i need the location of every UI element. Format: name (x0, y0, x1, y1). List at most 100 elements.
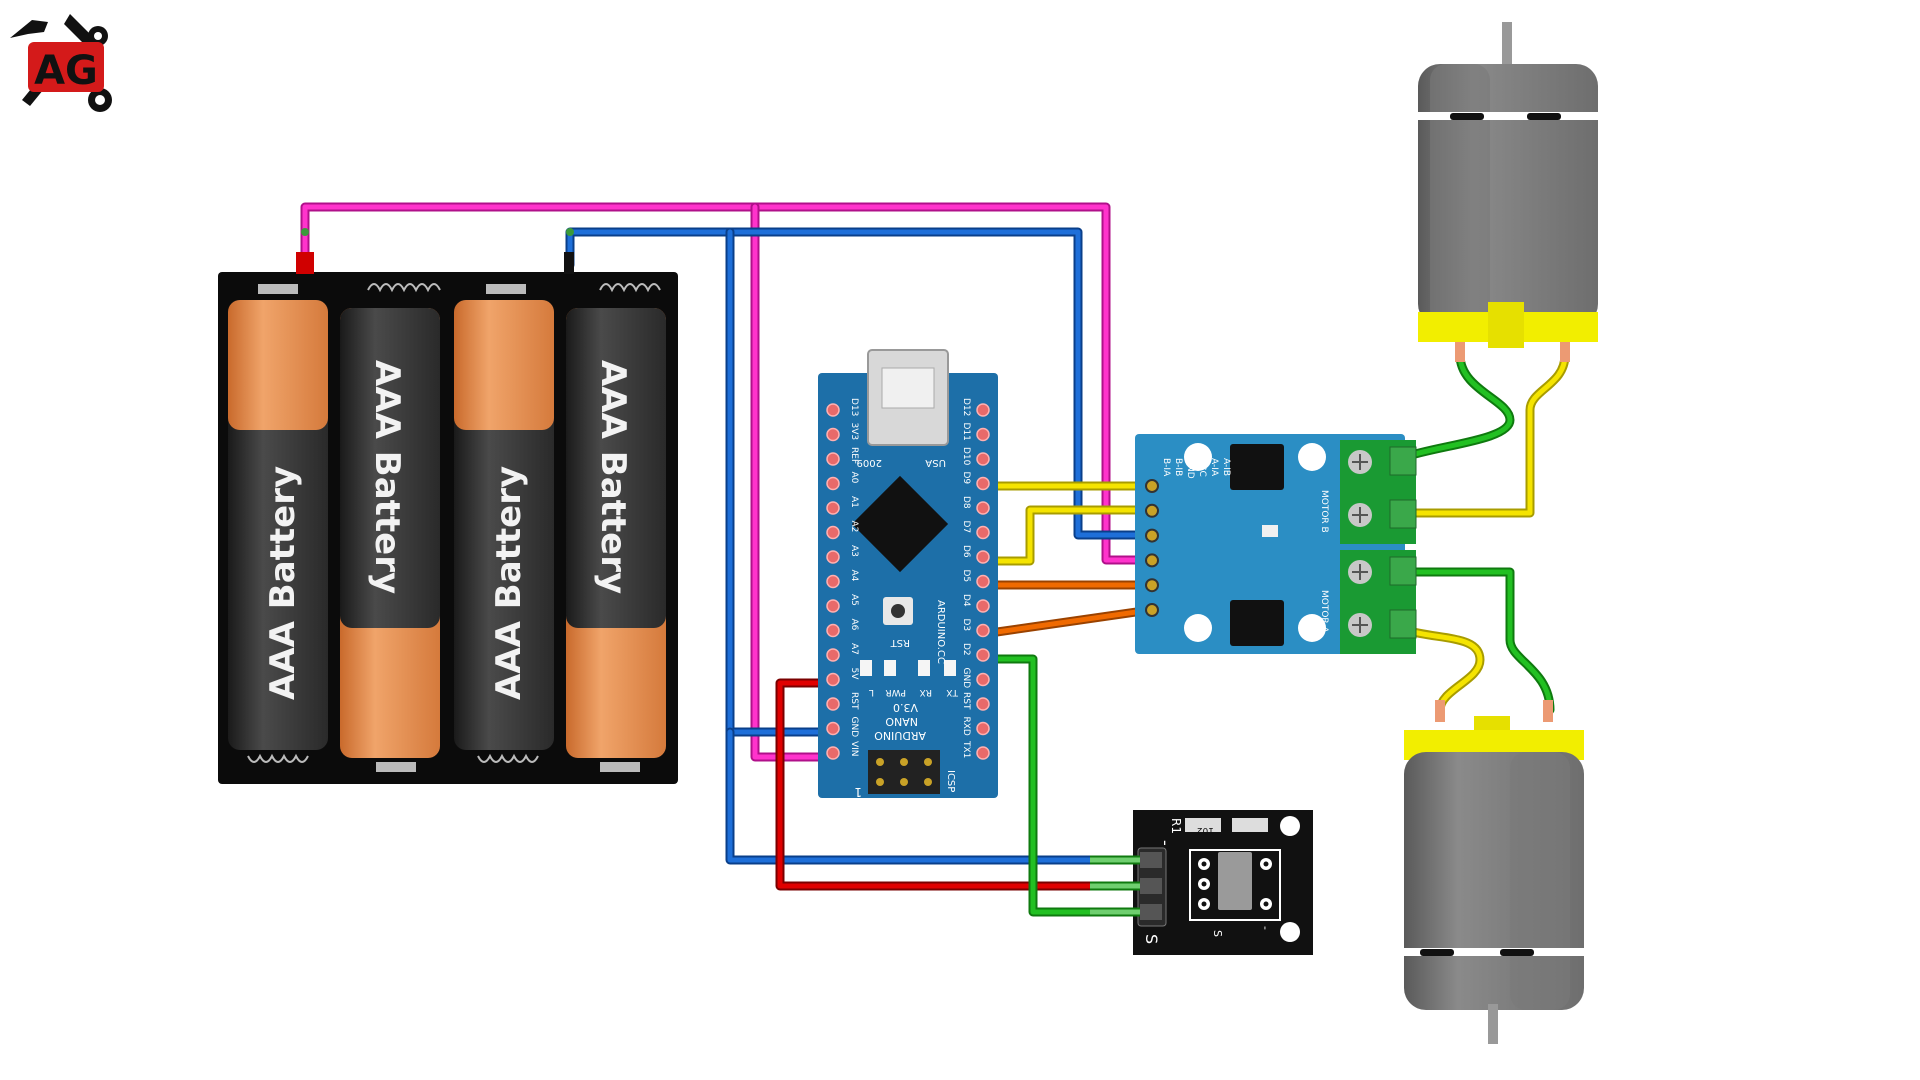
nano-pin-label: A3 (849, 545, 859, 557)
ir-sensor-s: S (1211, 930, 1224, 937)
nano-pin-d7 (976, 525, 990, 540)
ir-pin-s: S (1142, 934, 1161, 944)
nano-pin-label: 3V3 (849, 423, 859, 441)
nano-pin-a4 (826, 574, 840, 589)
wires (300, 202, 1570, 917)
battery-cell-label: AAA Battery (489, 466, 529, 700)
nano-pin-d4 (976, 599, 990, 613)
nano-pin-gnd (976, 672, 990, 687)
nano-pin-d8 (976, 501, 990, 515)
board-name: NANO (885, 715, 918, 728)
wire-blue-nano-gnd (725, 227, 838, 737)
driver-pin-gnd (1145, 528, 1159, 543)
nano-pin-label: RXD (961, 717, 971, 736)
driver-pin-label: A-IA (1209, 458, 1219, 477)
ir-sensor (1218, 852, 1252, 910)
terminal-block-motor-a (1340, 550, 1417, 654)
battery-cell-2: AAA Battery (340, 308, 440, 758)
nano-pin-d2 (976, 648, 990, 662)
nano-pin-label: D10 (961, 447, 971, 466)
wire-yellow-d6-core (980, 507, 1153, 564)
nano-pin-label: D6 (961, 545, 971, 558)
led-label-l: L (869, 687, 874, 697)
nano-pin-a3 (826, 550, 840, 564)
usa-label: USA (925, 457, 946, 468)
nano-pin-label: D12 (961, 398, 971, 416)
driver-pin-a-ia (1145, 578, 1159, 593)
terminal-block-motor-b (1340, 440, 1417, 544)
driver-pin-label: A-IB (1221, 458, 1231, 476)
nano-pin-rst (976, 697, 990, 711)
driver-pin-a-ib (1145, 603, 1159, 617)
nano-pin-d6 (976, 550, 990, 564)
driver-pin-label: B-IB (1173, 458, 1183, 476)
nano-pin-a7 (826, 648, 840, 662)
reset-label: RST (890, 637, 910, 648)
nano-pin-label: GND (961, 668, 971, 689)
pin-one-marker: 1 (854, 785, 862, 799)
ir-board-102: 102 (1197, 825, 1214, 835)
icsp-label: ICSP (945, 770, 956, 792)
nano-pin-label: A0 (849, 472, 859, 484)
nano-pin-label: RST (961, 692, 971, 710)
motor-b-label: MOTOR B (1319, 490, 1329, 533)
dc-motor-b (1410, 22, 1606, 362)
nano-pin-label: D8 (961, 496, 971, 509)
led-rx (918, 660, 930, 676)
nano-pin-vin (826, 746, 840, 760)
driver-pin-label: GND (1185, 458, 1195, 479)
battery-cell-label: AAA Battery (367, 360, 407, 594)
wire-green-motor-b (1400, 350, 1515, 462)
led-label-tx: TX (946, 687, 959, 697)
nano-pin-gnd (826, 721, 840, 736)
battery-cell-label: AAA Battery (593, 360, 633, 594)
nano-pin-d12 (976, 403, 990, 417)
ag-logo: AG (10, 14, 112, 112)
nano-pin-label: VIN (849, 741, 859, 757)
driver-pin-label: VCC (1197, 458, 1207, 477)
nano-pin-label: A6 (849, 619, 859, 631)
battery-cell-1: AAA Battery (228, 300, 328, 750)
chip-code: 2009 (857, 457, 882, 468)
nano-pin-a2 (826, 525, 840, 540)
nano-pin-label: D3 (961, 619, 971, 632)
nano-pin-label: A1 (849, 496, 859, 508)
wire-red-ir-vcc-core (777, 680, 1093, 889)
ir-board-r1: R1 (1169, 818, 1183, 834)
battery-pack: AAA Battery AAA Battery AAA Battery AAA … (218, 228, 678, 784)
board-family: ARDUINO (874, 729, 926, 742)
nano-pin-label: RST (849, 692, 859, 710)
board-brand: ARDUINO.CC (935, 600, 946, 664)
nano-pin-label: REF (849, 447, 859, 464)
wire-green-motor-a (1400, 567, 1555, 715)
wire-blue-nano-gnd-core (727, 229, 836, 735)
nano-pin-d11 (976, 427, 990, 442)
wire-blue-ir-gnd-core (727, 729, 1093, 863)
nano-pin-label: 5V (849, 668, 859, 681)
driver-smd (1262, 525, 1278, 537)
nano-pin-label: A4 (849, 570, 859, 582)
battery-cell-3: AAA Battery (454, 300, 554, 750)
driver-pin-b-ib (1145, 503, 1159, 518)
driver-ic-b (1230, 444, 1284, 490)
wire-green-ir-signal (978, 654, 1095, 917)
nano-pin-label: D9 (961, 472, 971, 485)
nano-pin-label: D11 (961, 423, 971, 441)
nano-pin-label: D13 (849, 398, 859, 416)
battery-cell-4: AAA Battery (566, 308, 666, 758)
driver-pin-vcc (1145, 553, 1159, 568)
nano-pin-a0 (826, 476, 840, 491)
nano-pin-label: GND (849, 717, 859, 738)
nano-pin-a6 (826, 623, 840, 638)
led-pwr (884, 660, 896, 676)
nano-pin-3v3 (826, 427, 840, 442)
led-tx (944, 660, 956, 676)
ir-receiver-module: - S R1 102 S - (1090, 810, 1313, 955)
icsp-header (868, 750, 940, 794)
wire-magenta-nano-vin-core (752, 204, 836, 760)
ir-pin-minus: - (1156, 840, 1175, 846)
dc-motor-a (1396, 700, 1592, 1044)
